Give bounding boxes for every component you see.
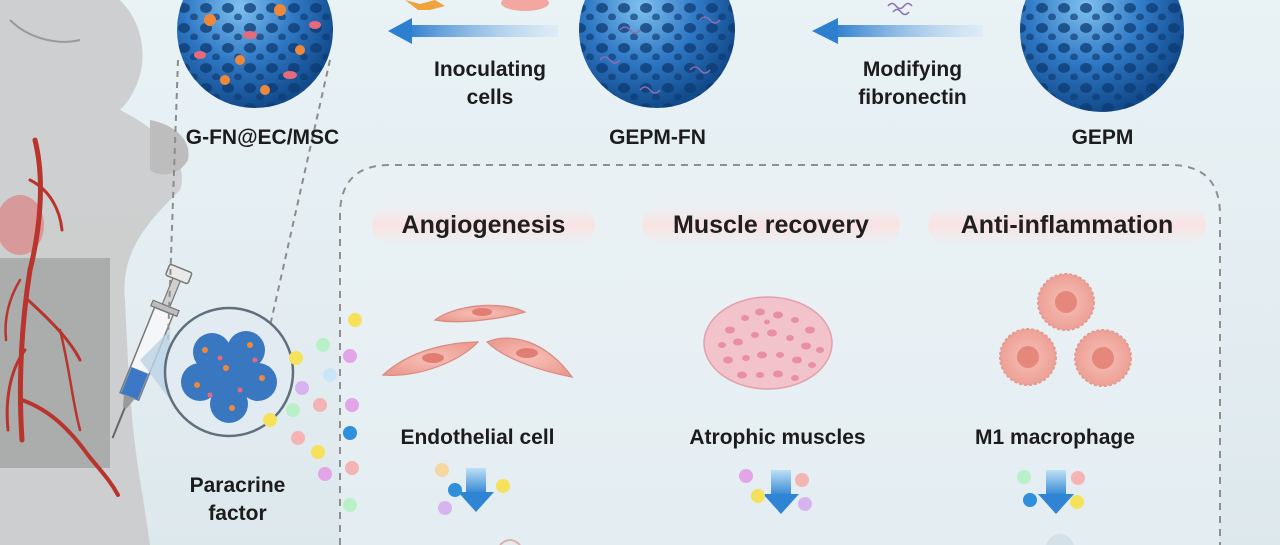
- label-inoculating: Inoculating cells: [415, 56, 565, 112]
- cells-icon: [405, 0, 549, 11]
- gepm-fn-scaffold: [579, 0, 735, 108]
- pill-angiogenesis: Angiogenesis: [372, 205, 595, 245]
- label-inoculating-line1: Inoculating: [434, 58, 546, 81]
- label-g-fn-ec-msc: G-FN@EC/MSC: [185, 126, 340, 149]
- down-arrow-inflammation: [1017, 470, 1085, 514]
- label-inoculating-line2: cells: [466, 86, 514, 109]
- endothelial-cells: [381, 304, 574, 378]
- pill-muscle-recovery: Muscle recovery: [642, 205, 900, 245]
- label-m1-macrophage: M1 macrophage: [975, 426, 1135, 449]
- arrow-inoculating: [388, 18, 558, 44]
- label-atrophic-muscles: Atrophic muscles: [689, 426, 866, 449]
- injected-scaffold-dish: [140, 306, 295, 438]
- down-arrow-muscle: [739, 469, 812, 514]
- down-arrow-angiogenesis: [435, 463, 510, 515]
- atrophic-muscle-tissue: [703, 296, 833, 390]
- label-paracrine-line2: factor: [208, 502, 267, 525]
- label-gepm-fn: GEPM-FN: [609, 126, 706, 149]
- fibronectin-icon: [887, 2, 913, 16]
- label-paracrine-line1: Paracrine: [189, 474, 286, 497]
- gepm-scaffold: [1020, 0, 1184, 112]
- label-paracrine-factor: Paracrine factor: [180, 472, 295, 528]
- arrow-modifying: [812, 18, 983, 44]
- zoom-lines: [167, 59, 331, 341]
- m1-macrophages: [999, 273, 1132, 387]
- bottom-partial-shapes: [499, 534, 1074, 545]
- paracrine-factor-dots: [263, 313, 362, 512]
- g-fn-ec-msc-scaffold: [177, 0, 333, 108]
- label-modifying: Modifying fibronectin: [840, 56, 985, 112]
- label-modifying-line2: fibronectin: [858, 86, 967, 109]
- label-modifying-line1: Modifying: [862, 58, 963, 81]
- mouse-illustration: [0, 0, 189, 545]
- label-endothelial-cell: Endothelial cell: [400, 426, 555, 449]
- label-gepm: GEPM: [1071, 126, 1134, 149]
- pill-anti-inflammation: Anti-inflammation: [928, 205, 1206, 245]
